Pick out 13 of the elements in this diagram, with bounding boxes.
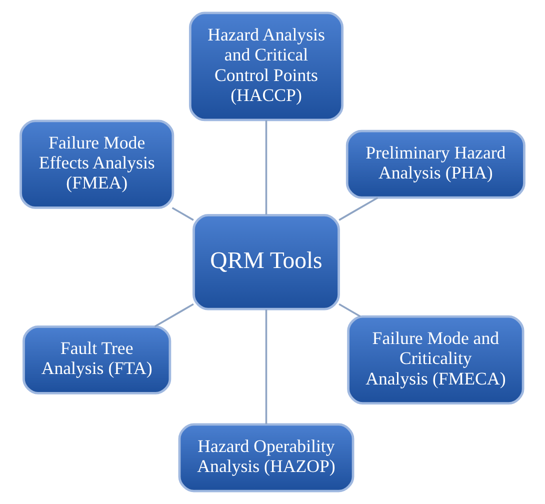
node-box: QRM Tools	[192, 214, 340, 310]
connector	[338, 303, 361, 318]
node-box: Fault Tree Analysis (FTA)	[22, 325, 172, 394]
connector	[172, 207, 194, 221]
node-box: Preliminary Hazard Analysis (PHA)	[346, 130, 526, 199]
connector	[265, 309, 268, 424]
node-box: Failure Mode and Criticality Analysis (FMECA)	[347, 315, 524, 404]
connector	[154, 303, 194, 328]
node-box: Failure Mode Effects Analysis (FMEA)	[20, 120, 174, 209]
node-box: Hazard Analysis and Critical Control Points (HACCP)	[188, 12, 344, 122]
node-box: Hazard Operability Analysis (HAZOP)	[178, 423, 354, 492]
connector	[338, 196, 378, 221]
connector	[265, 120, 268, 215]
